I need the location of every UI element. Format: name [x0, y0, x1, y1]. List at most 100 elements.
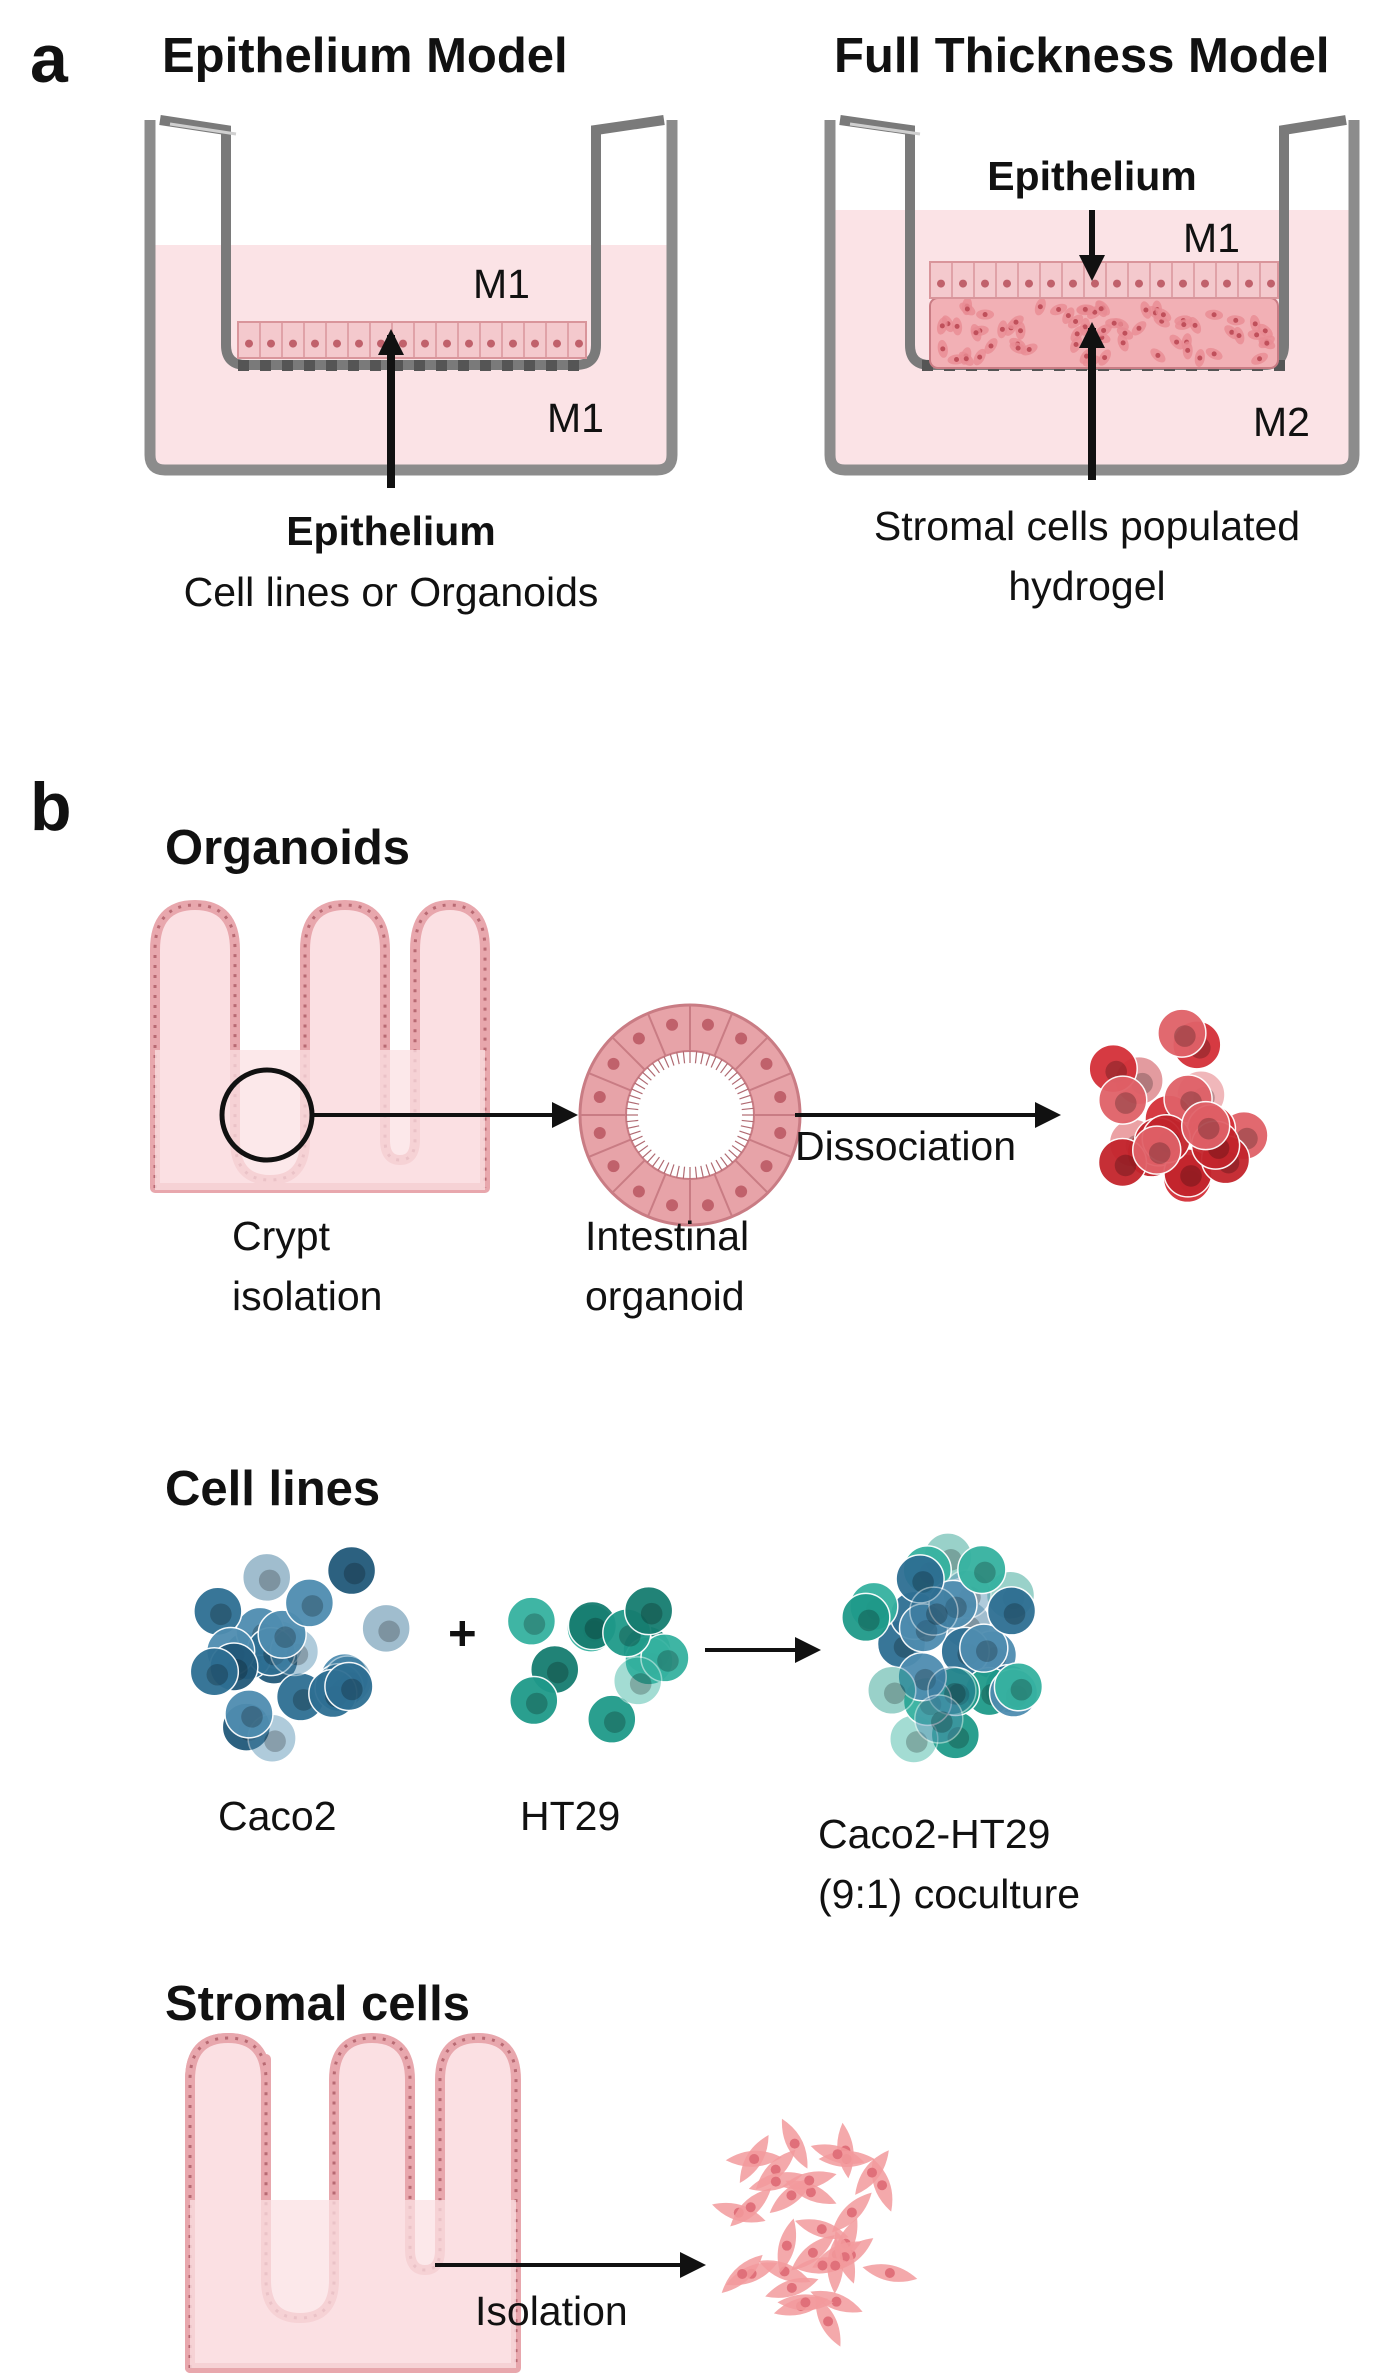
cell-nucleus [666, 1018, 679, 1031]
cell [189, 1646, 240, 1697]
cell-nucleus [831, 2296, 842, 2307]
membrane-pore [414, 360, 425, 371]
crypt-label-line1: Crypt [232, 1213, 331, 1259]
membrane-pore [922, 360, 933, 371]
cell-nucleus [657, 1650, 679, 1672]
stromal-cells-title: Stromal cells [165, 1977, 470, 2031]
cell-border [611, 1036, 646, 1071]
organoid-label-line2: organoid [585, 1273, 745, 1319]
cell-nucleus [1098, 306, 1104, 312]
cell-nucleus [774, 1091, 787, 1104]
cell [587, 1694, 637, 1744]
epithelium-model-apical-medium: M1 [473, 261, 530, 307]
cell [506, 1596, 557, 1646]
cell-nucleus [1102, 355, 1108, 361]
cell-nucleus [343, 1562, 366, 1585]
cell-nucleus [735, 1185, 748, 1198]
cell-nucleus [1229, 329, 1235, 335]
cell [640, 1633, 690, 1683]
organoid-label-line1: Intestinal [585, 1213, 749, 1259]
epithelium-label: Epithelium [286, 508, 496, 554]
cell-nucleus [333, 339, 341, 348]
cell-nucleus [465, 339, 473, 348]
caco2-label: Caco2 [218, 1793, 337, 1839]
membrane-pore [546, 360, 557, 371]
cell [1180, 1100, 1231, 1151]
cell-nucleus [289, 339, 297, 348]
cell-nucleus [1174, 339, 1180, 345]
cell-nucleus [974, 1561, 996, 1584]
cell-nucleus [760, 1057, 773, 1070]
microvilli [663, 1056, 670, 1068]
microvilli [724, 1067, 734, 1077]
dissociation-label: Dissociation [795, 1123, 1016, 1169]
cell-nucleus [274, 1626, 296, 1648]
microvilli [710, 1056, 717, 1068]
cell-nucleus [607, 1160, 620, 1173]
cell-nucleus [603, 1711, 626, 1733]
membrane-pore [392, 360, 403, 371]
cell-nucleus [1181, 322, 1187, 328]
cell-nucleus [593, 1091, 606, 1104]
cell-nucleus [1073, 341, 1079, 347]
microvilli [663, 1162, 670, 1174]
cell-border [587, 1138, 632, 1159]
cell [509, 1675, 559, 1726]
cell-nucleus [1180, 1165, 1202, 1187]
cell-nucleus [976, 1640, 998, 1662]
cell-nucleus [789, 2138, 800, 2149]
cell-cluster-icon [712, 2118, 918, 2347]
cell-border [713, 1173, 734, 1218]
cell-border [734, 1036, 769, 1071]
transwell-insert-icon [144, 115, 678, 476]
cell-nucleus [745, 2202, 756, 2213]
microvilli [626, 1107, 639, 1111]
cell-nucleus [931, 1711, 953, 1733]
microvilli [694, 1166, 698, 1179]
microvilli [676, 1165, 680, 1178]
cell-nucleus [912, 1571, 934, 1593]
cell-nucleus [1143, 307, 1149, 313]
cell-nucleus [575, 339, 583, 348]
cell-nucleus [964, 306, 970, 312]
microvilli [676, 1052, 680, 1065]
membrane-pore [1274, 360, 1285, 371]
cell-nucleus [1262, 328, 1268, 334]
cell-nucleus [1267, 279, 1275, 288]
cell-nucleus [774, 1126, 787, 1139]
cell-nucleus [1233, 317, 1239, 323]
microvilli [728, 1071, 738, 1081]
cell-nucleus [241, 1706, 263, 1728]
isolation-label: Isolation [475, 2288, 628, 2334]
cell-nucleus [525, 1692, 548, 1715]
cell-nucleus [945, 1596, 967, 1619]
cell-nucleus [804, 2175, 815, 2186]
cell-nucleus [584, 1617, 607, 1640]
cell-border [646, 1012, 667, 1057]
cell-nucleus [1025, 279, 1033, 288]
microvilli [646, 1067, 656, 1077]
cell-nucleus [926, 1603, 948, 1625]
cell-nucleus [846, 2207, 857, 2218]
cell-nucleus [999, 326, 1005, 332]
cell-nucleus [701, 1199, 714, 1212]
microvilli [734, 1082, 746, 1090]
panel-a-letter: a [30, 21, 69, 97]
cell-nucleus [954, 356, 960, 362]
cell-nucleus [1148, 1142, 1171, 1164]
cell-nucleus [546, 1661, 569, 1684]
cell [928, 1579, 978, 1630]
microvilli [627, 1125, 640, 1129]
cell-nucleus [607, 1057, 620, 1070]
cell-nucleus [937, 279, 945, 288]
cell [957, 1544, 1007, 1595]
cell-nucleus [355, 339, 363, 348]
cell-nucleus [1111, 320, 1117, 326]
cell-nucleus [749, 2154, 760, 2165]
membrane-pore [348, 360, 359, 371]
microvilli [634, 1082, 646, 1090]
microvilli [631, 1088, 643, 1095]
cell-nucleus [981, 279, 989, 288]
cell-nucleus [1047, 279, 1055, 288]
cell [1098, 1075, 1148, 1125]
